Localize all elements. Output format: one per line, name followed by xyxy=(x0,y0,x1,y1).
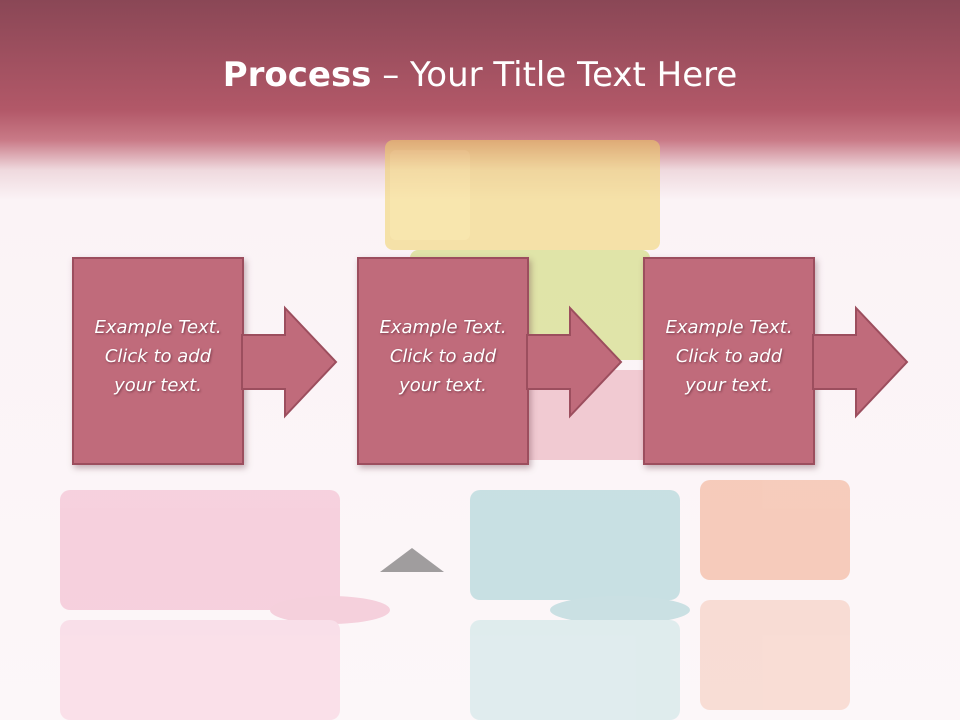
step-3-line-1: Example Text. xyxy=(665,317,793,338)
right-arrow-icon xyxy=(241,305,338,419)
process-step-2[interactable]: Example Text. Click to add your text. xyxy=(357,257,529,465)
step-2-line-1: Example Text. xyxy=(379,317,507,338)
step-1-line-1: Example Text. xyxy=(94,317,222,338)
process-step-3[interactable]: Example Text. Click to add your text. xyxy=(643,257,815,465)
step-2-text[interactable]: Example Text. Click to add your text. xyxy=(359,313,527,400)
step-1-line-2: Click to add xyxy=(104,346,212,367)
page-title: Process – Your Title Text Here xyxy=(0,50,960,100)
title-rest: – Your Title Text Here xyxy=(371,55,738,95)
right-arrow-icon xyxy=(526,305,623,419)
step-2-line-2: Click to add xyxy=(389,346,497,367)
process-step-1[interactable]: Example Text. Click to add your text. xyxy=(72,257,244,465)
step-1-line-3: your text. xyxy=(114,375,202,396)
step-3-line-3: your text. xyxy=(685,375,773,396)
step-1-text[interactable]: Example Text. Click to add your text. xyxy=(74,313,242,400)
step-3-line-2: Click to add xyxy=(675,346,783,367)
title-bold: Process xyxy=(222,55,372,95)
step-3-text[interactable]: Example Text. Click to add your text. xyxy=(645,313,813,400)
step-2-line-3: your text. xyxy=(399,375,487,396)
right-arrow-icon xyxy=(812,305,909,419)
